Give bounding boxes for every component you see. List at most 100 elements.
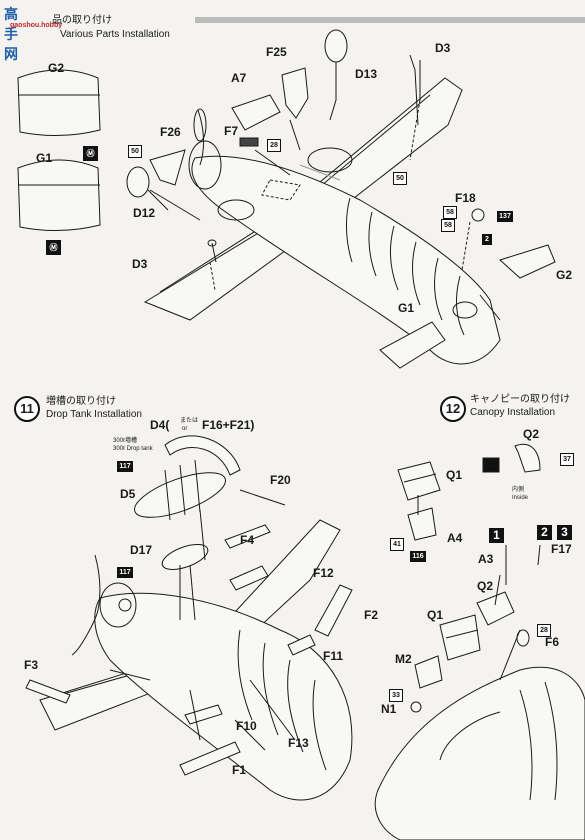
label-inside-jp: 内側 <box>512 487 525 493</box>
variant-mark-2: 2 <box>537 525 552 540</box>
a7-part <box>231 94 281 131</box>
drop-tank-d5 <box>134 472 226 518</box>
variant-mark-g2: Ⓜ <box>83 146 98 161</box>
variant-mark-1: 1 <box>489 528 504 543</box>
label-f26: F26 <box>160 125 181 139</box>
label-d4: D4( <box>150 418 170 432</box>
g1-bottom-part <box>379 321 446 369</box>
label-f10: F10 <box>236 719 257 733</box>
step12-fuselage <box>374 666 585 840</box>
f11-part <box>287 634 316 656</box>
label-f17: F17 <box>551 542 572 556</box>
step12-title-jp: キャノピーの取り付け <box>470 394 570 405</box>
badge-116: 116 <box>410 551 426 562</box>
d4-shell <box>164 435 241 476</box>
badge-28a: 28 <box>267 139 281 152</box>
label-n1: N1 <box>381 702 397 716</box>
badge-41: 41 <box>390 538 404 551</box>
label-q1: Q1 <box>427 608 444 622</box>
label-f18: F18 <box>455 191 476 205</box>
label-d4-alt: F16+F21) <box>202 418 255 432</box>
q1-part <box>439 614 481 661</box>
label-f25: F25 <box>266 45 287 59</box>
badge-33: 33 <box>389 689 403 702</box>
label-f3: F3 <box>24 658 39 672</box>
label-f1: F1 <box>232 763 247 777</box>
a4-part <box>407 507 437 541</box>
f7-part <box>239 137 259 147</box>
label-a7: A7 <box>231 71 247 85</box>
variant-mark-g1: Ⓜ <box>46 240 61 255</box>
badge-58a: 58 <box>443 206 457 219</box>
variant-mark-3: 3 <box>557 525 572 540</box>
label-inside-en: Inside <box>512 495 529 501</box>
f4-part <box>224 524 271 549</box>
step12-number: 12 <box>440 396 466 422</box>
step10-fuselage <box>191 155 501 365</box>
label-q1-top: Q1 <box>446 468 463 482</box>
badge-50b: 50 <box>393 172 407 185</box>
label-a4: A4 <box>447 531 463 545</box>
label-d13: D13 <box>355 67 378 81</box>
label-f6: F6 <box>545 635 560 649</box>
g2-right-part <box>499 244 556 279</box>
step12-title-en: Canopy Installation <box>470 407 556 418</box>
label-d3-left: D3 <box>132 257 148 271</box>
m2-part <box>414 655 443 689</box>
badge-117b: 117 <box>117 567 133 578</box>
f18-part <box>471 208 485 222</box>
badge-137: 137 <box>497 211 513 222</box>
label-g2-right: G2 <box>556 268 573 282</box>
f1-part <box>179 741 241 776</box>
label-g1-bottom: G1 <box>398 301 415 315</box>
label-q2-top: Q2 <box>523 427 540 441</box>
badge-28b: 28 <box>537 624 551 637</box>
d13-wheel <box>324 29 348 63</box>
label-f11: F11 <box>323 649 344 663</box>
f26-part <box>149 149 186 186</box>
watermark-logo: 高手网 <box>4 6 18 62</box>
f3-part <box>25 679 71 704</box>
step11-number: 11 <box>14 396 40 422</box>
f10-part <box>184 704 223 725</box>
q1-top-part <box>397 461 441 501</box>
step10-title-en: Various Parts Installation <box>60 29 170 40</box>
q2-part <box>476 591 515 626</box>
step11-title-en: Drop Tank Installation <box>46 409 142 420</box>
step11-title-jp: 増槽の取り付け <box>46 396 116 407</box>
badge-50a: 50 <box>128 145 142 158</box>
step10-title-jp: 品の取り付け <box>52 15 112 26</box>
badge-58b: 58 <box>441 219 455 232</box>
label-f4: F4 <box>240 533 255 547</box>
label-f7: F7 <box>224 124 239 138</box>
g1-part <box>17 159 101 232</box>
d12-wheel <box>126 166 150 198</box>
label-d3-top: D3 <box>435 41 451 55</box>
g2-part <box>17 69 101 137</box>
d17-part <box>161 544 209 570</box>
f12-part <box>229 565 269 591</box>
label-a3: A3 <box>478 552 494 566</box>
label-g1: G1 <box>36 151 53 165</box>
label-f2: F2 <box>364 608 379 622</box>
label-d12: D12 <box>133 206 156 220</box>
f2-part <box>314 584 353 637</box>
label-f12: F12 <box>313 566 334 580</box>
label-d4-or-jp: または <box>180 418 199 424</box>
badge-2: 2 <box>482 234 492 245</box>
f25-part <box>281 67 309 119</box>
label-f13: F13 <box>288 736 309 750</box>
label-g2: G2 <box>48 61 65 75</box>
label-d5: D5 <box>120 487 136 501</box>
badge-117a: 117 <box>117 461 133 472</box>
badge-37: 37 <box>560 453 574 466</box>
legend-line1: 300ℓ増槽 <box>113 438 137 444</box>
q2-inside-view <box>514 443 541 473</box>
watermark-url: gaoshou.hobby <box>10 22 63 29</box>
n1-part <box>410 701 422 713</box>
label-q2: Q2 <box>477 579 494 593</box>
label-m2: M2 <box>395 652 412 666</box>
label-f20: F20 <box>270 473 291 487</box>
